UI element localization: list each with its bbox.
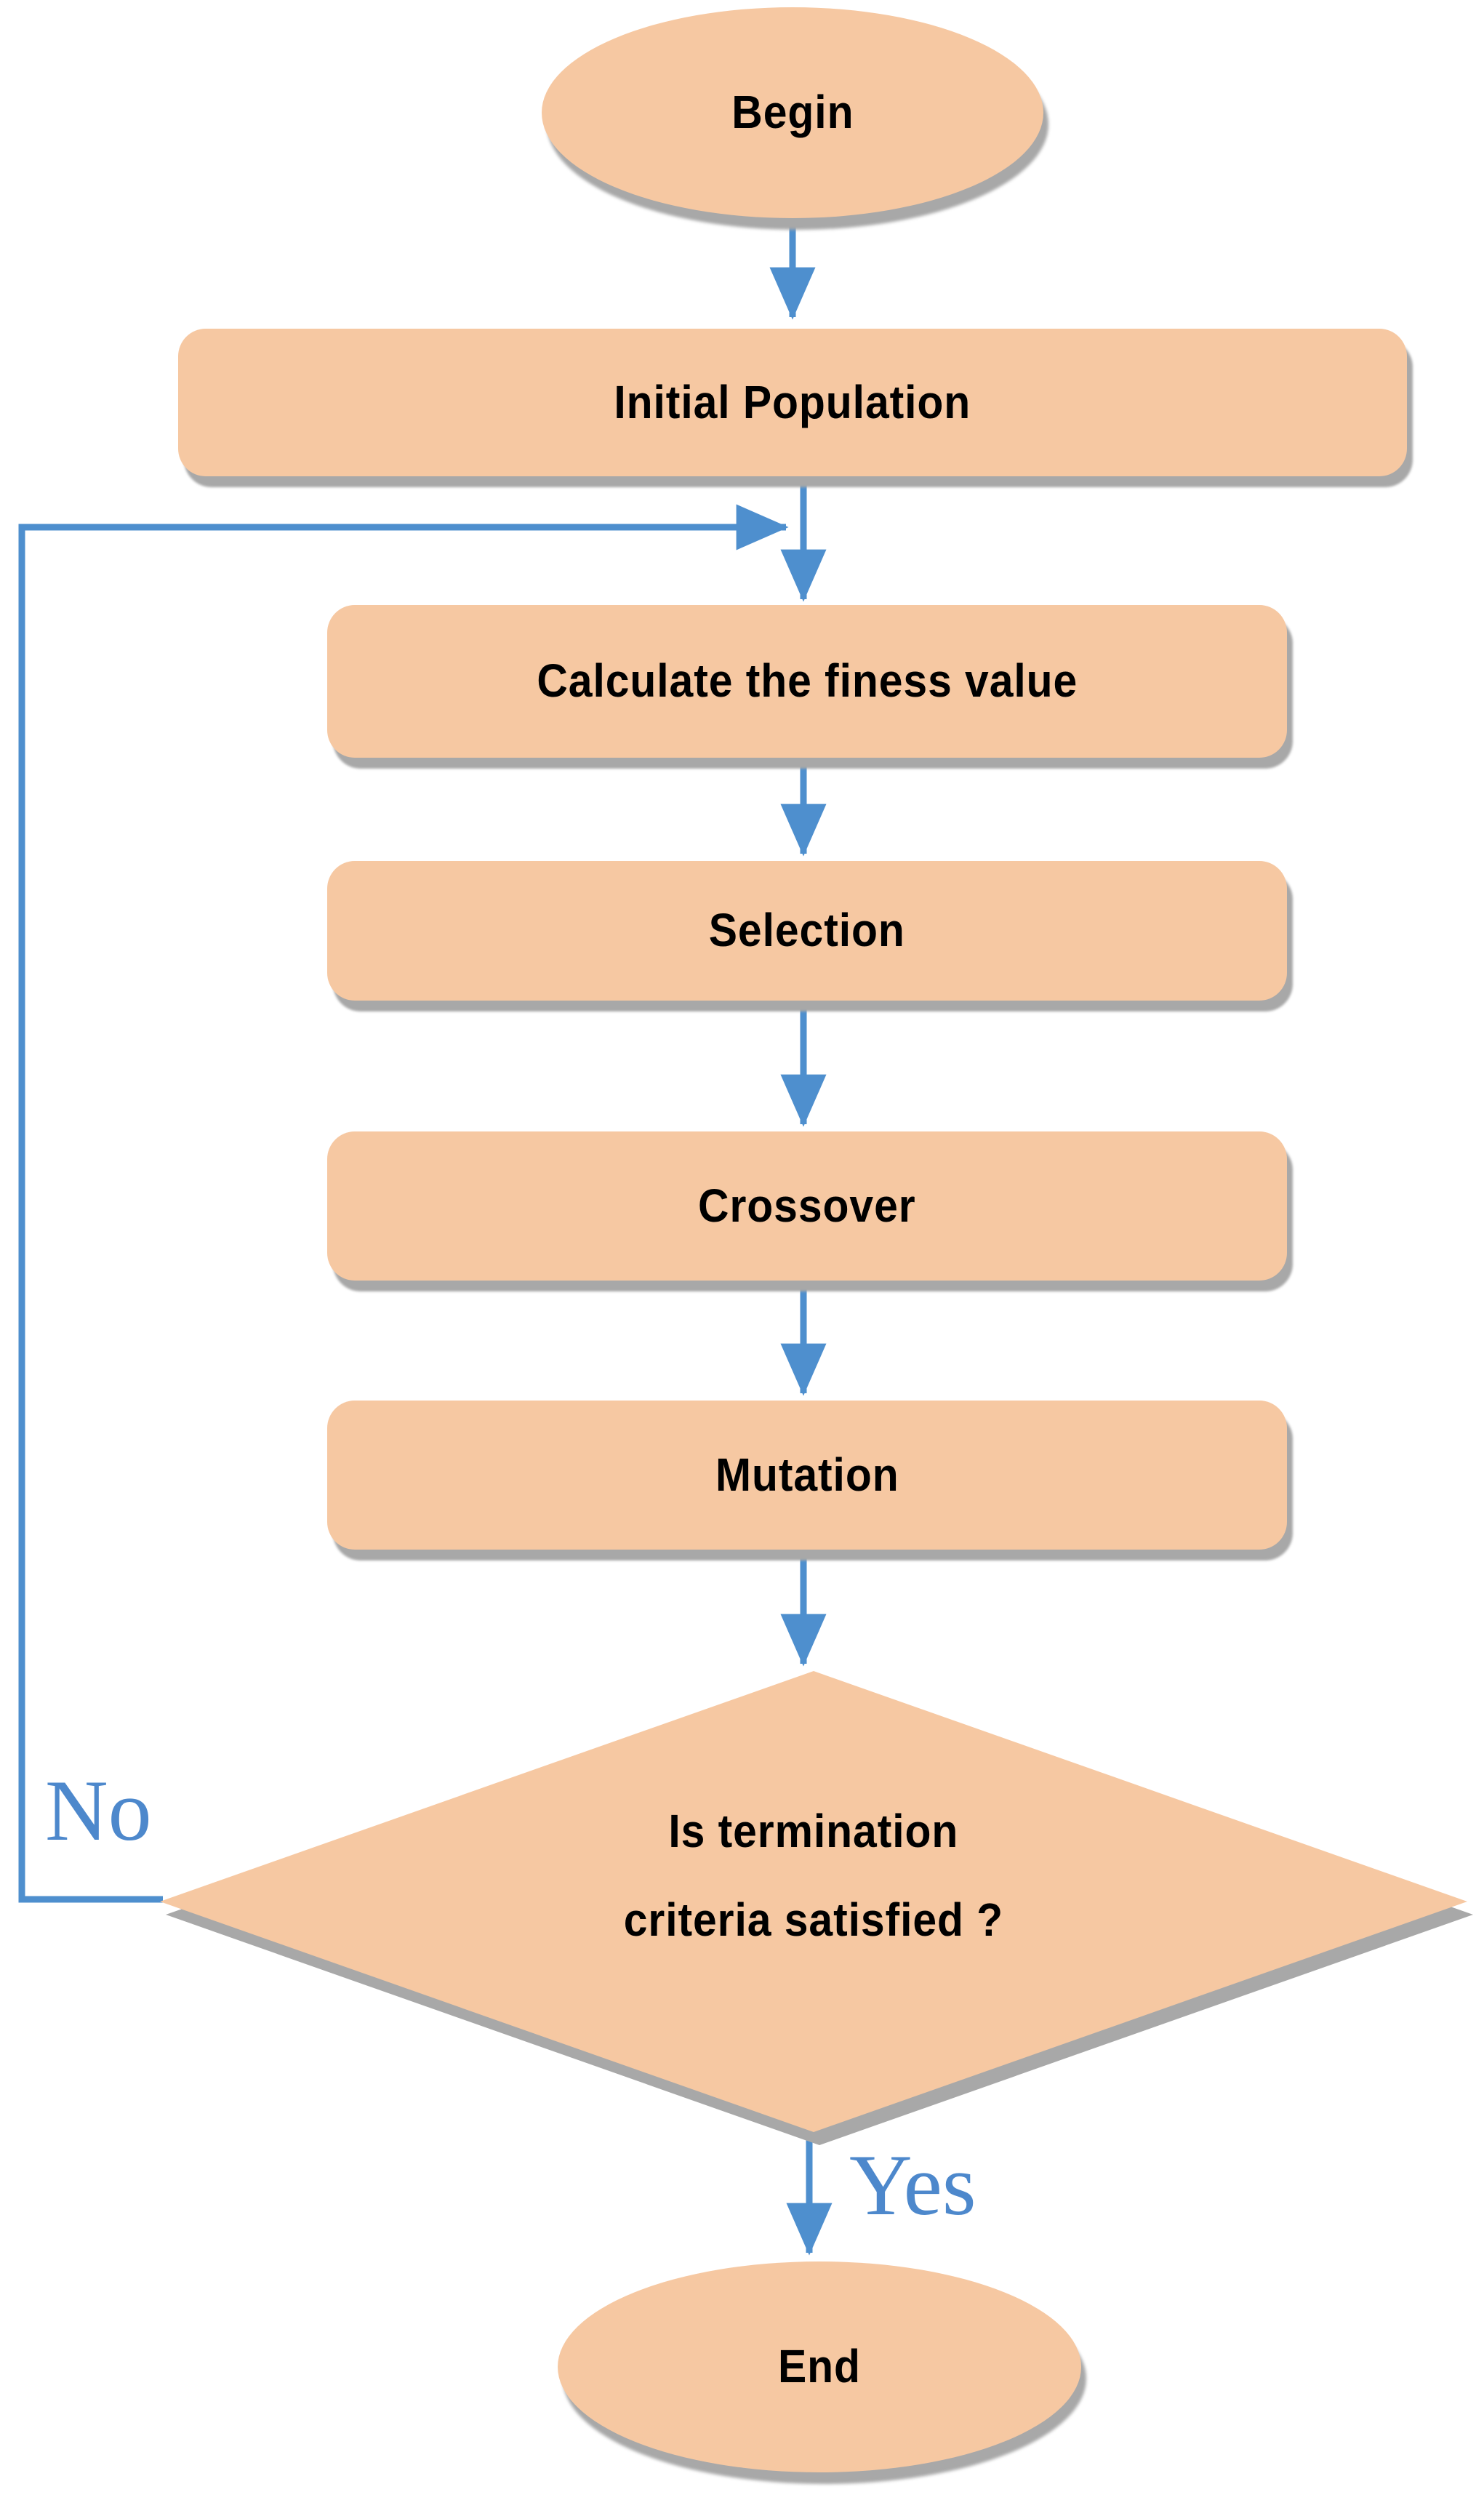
node-begin: Begin (542, 7, 1043, 218)
edge-label-no: No (45, 1762, 152, 1859)
node-mutation: Mutation (327, 1401, 1287, 1550)
node-calculate-fitness: Calculate the finess value (327, 605, 1287, 758)
node-calculate-fitness-label: Calculate the finess value (537, 654, 1078, 708)
node-end: End (558, 2261, 1081, 2472)
node-termination-decision: Is termination criteria satisfied ? (160, 1671, 1467, 2132)
node-begin-label: Begin (731, 86, 854, 139)
node-termination-decision-label-line2: criteria satisfied ? (623, 1894, 1004, 1946)
node-initial-population-label: Initial Population (614, 375, 971, 428)
node-crossover: Crossover (327, 1131, 1287, 1281)
edge-label-yes: Yes (849, 2136, 976, 2233)
node-selection: Selection (327, 861, 1287, 1001)
node-mutation-label: Mutation (715, 1448, 899, 1501)
node-selection-label: Selection (708, 904, 906, 957)
node-end-label: End (778, 2340, 861, 2393)
node-initial-population: Initial Population (178, 329, 1407, 476)
node-crossover-label: Crossover (698, 1179, 916, 1232)
node-termination-decision-label-line1: Is termination (668, 1805, 959, 1858)
